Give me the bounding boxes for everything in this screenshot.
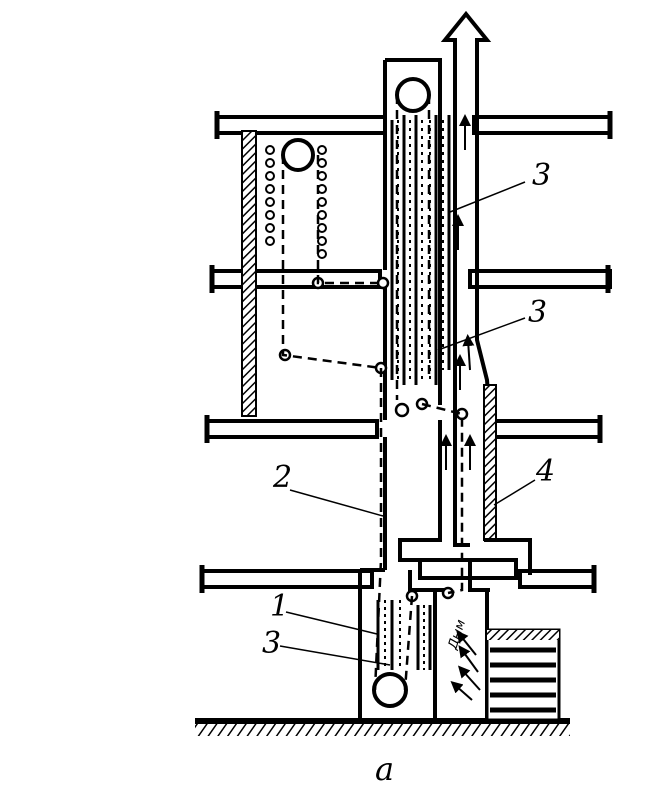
coils-left bbox=[265, 145, 327, 259]
label-4: 4 bbox=[535, 454, 555, 489]
left-wall bbox=[241, 130, 257, 417]
guide-rollers bbox=[278, 276, 469, 603]
ground bbox=[195, 718, 570, 736]
label-3-middle: 3 bbox=[528, 295, 547, 330]
label-2: 2 bbox=[272, 460, 292, 495]
flow-arrows bbox=[440, 114, 481, 701]
label-1: 1 bbox=[270, 589, 289, 624]
furnace-brick bbox=[485, 628, 561, 722]
product-rows-upper-ticks bbox=[397, 120, 444, 380]
callouts: 3 3 2 4 1 3 bbox=[262, 158, 555, 661]
figure-caption: а bbox=[375, 750, 394, 788]
lower-duct bbox=[398, 420, 532, 718]
product-rows-lower-ticks bbox=[384, 600, 425, 670]
duct-wall-hatched bbox=[483, 384, 497, 541]
smoke-label: Дым bbox=[445, 618, 469, 653]
main-shaft bbox=[358, 58, 442, 718]
leader-lines bbox=[279, 181, 536, 666]
exhaust-duct bbox=[438, 10, 492, 421]
pulleys bbox=[281, 77, 431, 708]
product-rows-upper bbox=[390, 115, 451, 385]
label-3-top: 3 bbox=[532, 158, 551, 193]
product-rows-lower bbox=[376, 600, 432, 670]
label-3-bottom: 3 bbox=[262, 626, 281, 661]
